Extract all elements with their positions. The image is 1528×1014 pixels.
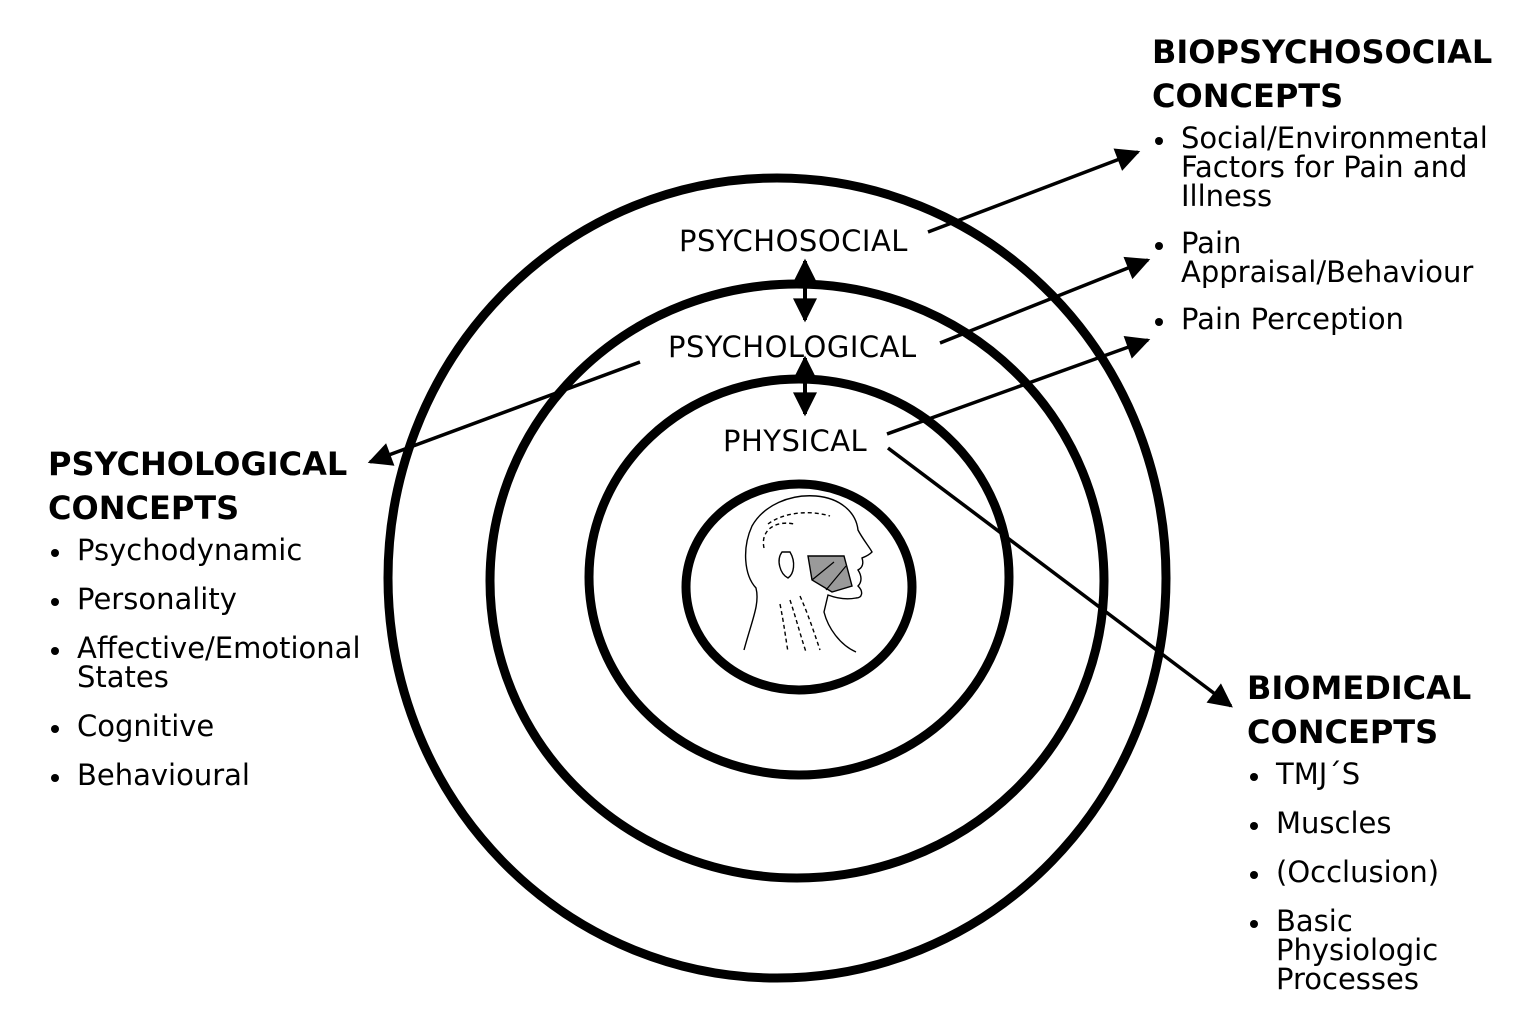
list-item: Pain Perception xyxy=(1152,305,1522,334)
biopsychosocial-concepts-list: Social/Environmental Factors for Pain an… xyxy=(1152,124,1522,334)
arrow-to-psychological-concepts xyxy=(367,360,641,466)
head-profile-icon xyxy=(743,495,873,653)
outer-ring-psychosocial xyxy=(383,173,1171,983)
list-item: (Occlusion) xyxy=(1247,858,1517,887)
list-item: TMJ´S xyxy=(1247,760,1517,789)
psychological-label: PSYCHOLOGICAL xyxy=(668,330,917,364)
list-item: Muscles xyxy=(1247,809,1517,838)
physical-label: PHYSICAL xyxy=(723,424,867,458)
arrow-to-social-factors xyxy=(927,148,1141,234)
biomedical-concepts-panel: BIOMEDICAL CONCEPTS TMJ´S Muscles (Occlu… xyxy=(1247,666,1517,1014)
psychological-concepts-panel: PSYCHOLOGICAL CONCEPTS Psychodynamic Per… xyxy=(48,442,408,810)
biomedical-concepts-list: TMJ´S Muscles (Occlusion) Basic Physiolo… xyxy=(1247,760,1517,994)
psychological-concepts-list: Psychodynamic Personality Affective/Emot… xyxy=(48,536,408,790)
core-ring xyxy=(681,479,917,695)
title-line: PSYCHOLOGICAL xyxy=(48,445,348,483)
title-line: CONCEPTS xyxy=(48,489,240,527)
list-item: Personality xyxy=(48,585,408,614)
title-line: BIOMEDICAL xyxy=(1247,669,1472,707)
title-line: BIOPSYCHOSOCIAL xyxy=(1152,33,1493,71)
biopsychosocial-concepts-title: BIOPSYCHOSOCIAL CONCEPTS xyxy=(1152,30,1522,118)
arrow-to-pain-perception xyxy=(886,336,1151,436)
list-item: Affective/Emotional States xyxy=(48,634,408,692)
biomedical-concepts-title: BIOMEDICAL CONCEPTS xyxy=(1247,666,1517,754)
title-line: CONCEPTS xyxy=(1247,713,1439,751)
list-item: Basic Physiologic Processes xyxy=(1247,907,1517,994)
list-item: Cognitive xyxy=(48,712,408,741)
list-item: Social/Environmental Factors for Pain an… xyxy=(1152,124,1522,211)
list-item: Pain Appraisal/Behaviour xyxy=(1152,229,1522,287)
arrow-to-pain-appraisal xyxy=(939,256,1151,345)
psychosocial-label: PSYCHOSOCIAL xyxy=(679,224,908,258)
list-item: Psychodynamic xyxy=(48,536,408,565)
list-item: Behavioural xyxy=(48,761,408,790)
arrow-to-biomedical-concepts xyxy=(886,446,1233,708)
title-line: CONCEPTS xyxy=(1152,77,1344,115)
biopsychosocial-concepts-panel: BIOPSYCHOSOCIAL CONCEPTS Social/Environm… xyxy=(1152,30,1522,352)
psychological-concepts-title: PSYCHOLOGICAL CONCEPTS xyxy=(48,442,408,530)
